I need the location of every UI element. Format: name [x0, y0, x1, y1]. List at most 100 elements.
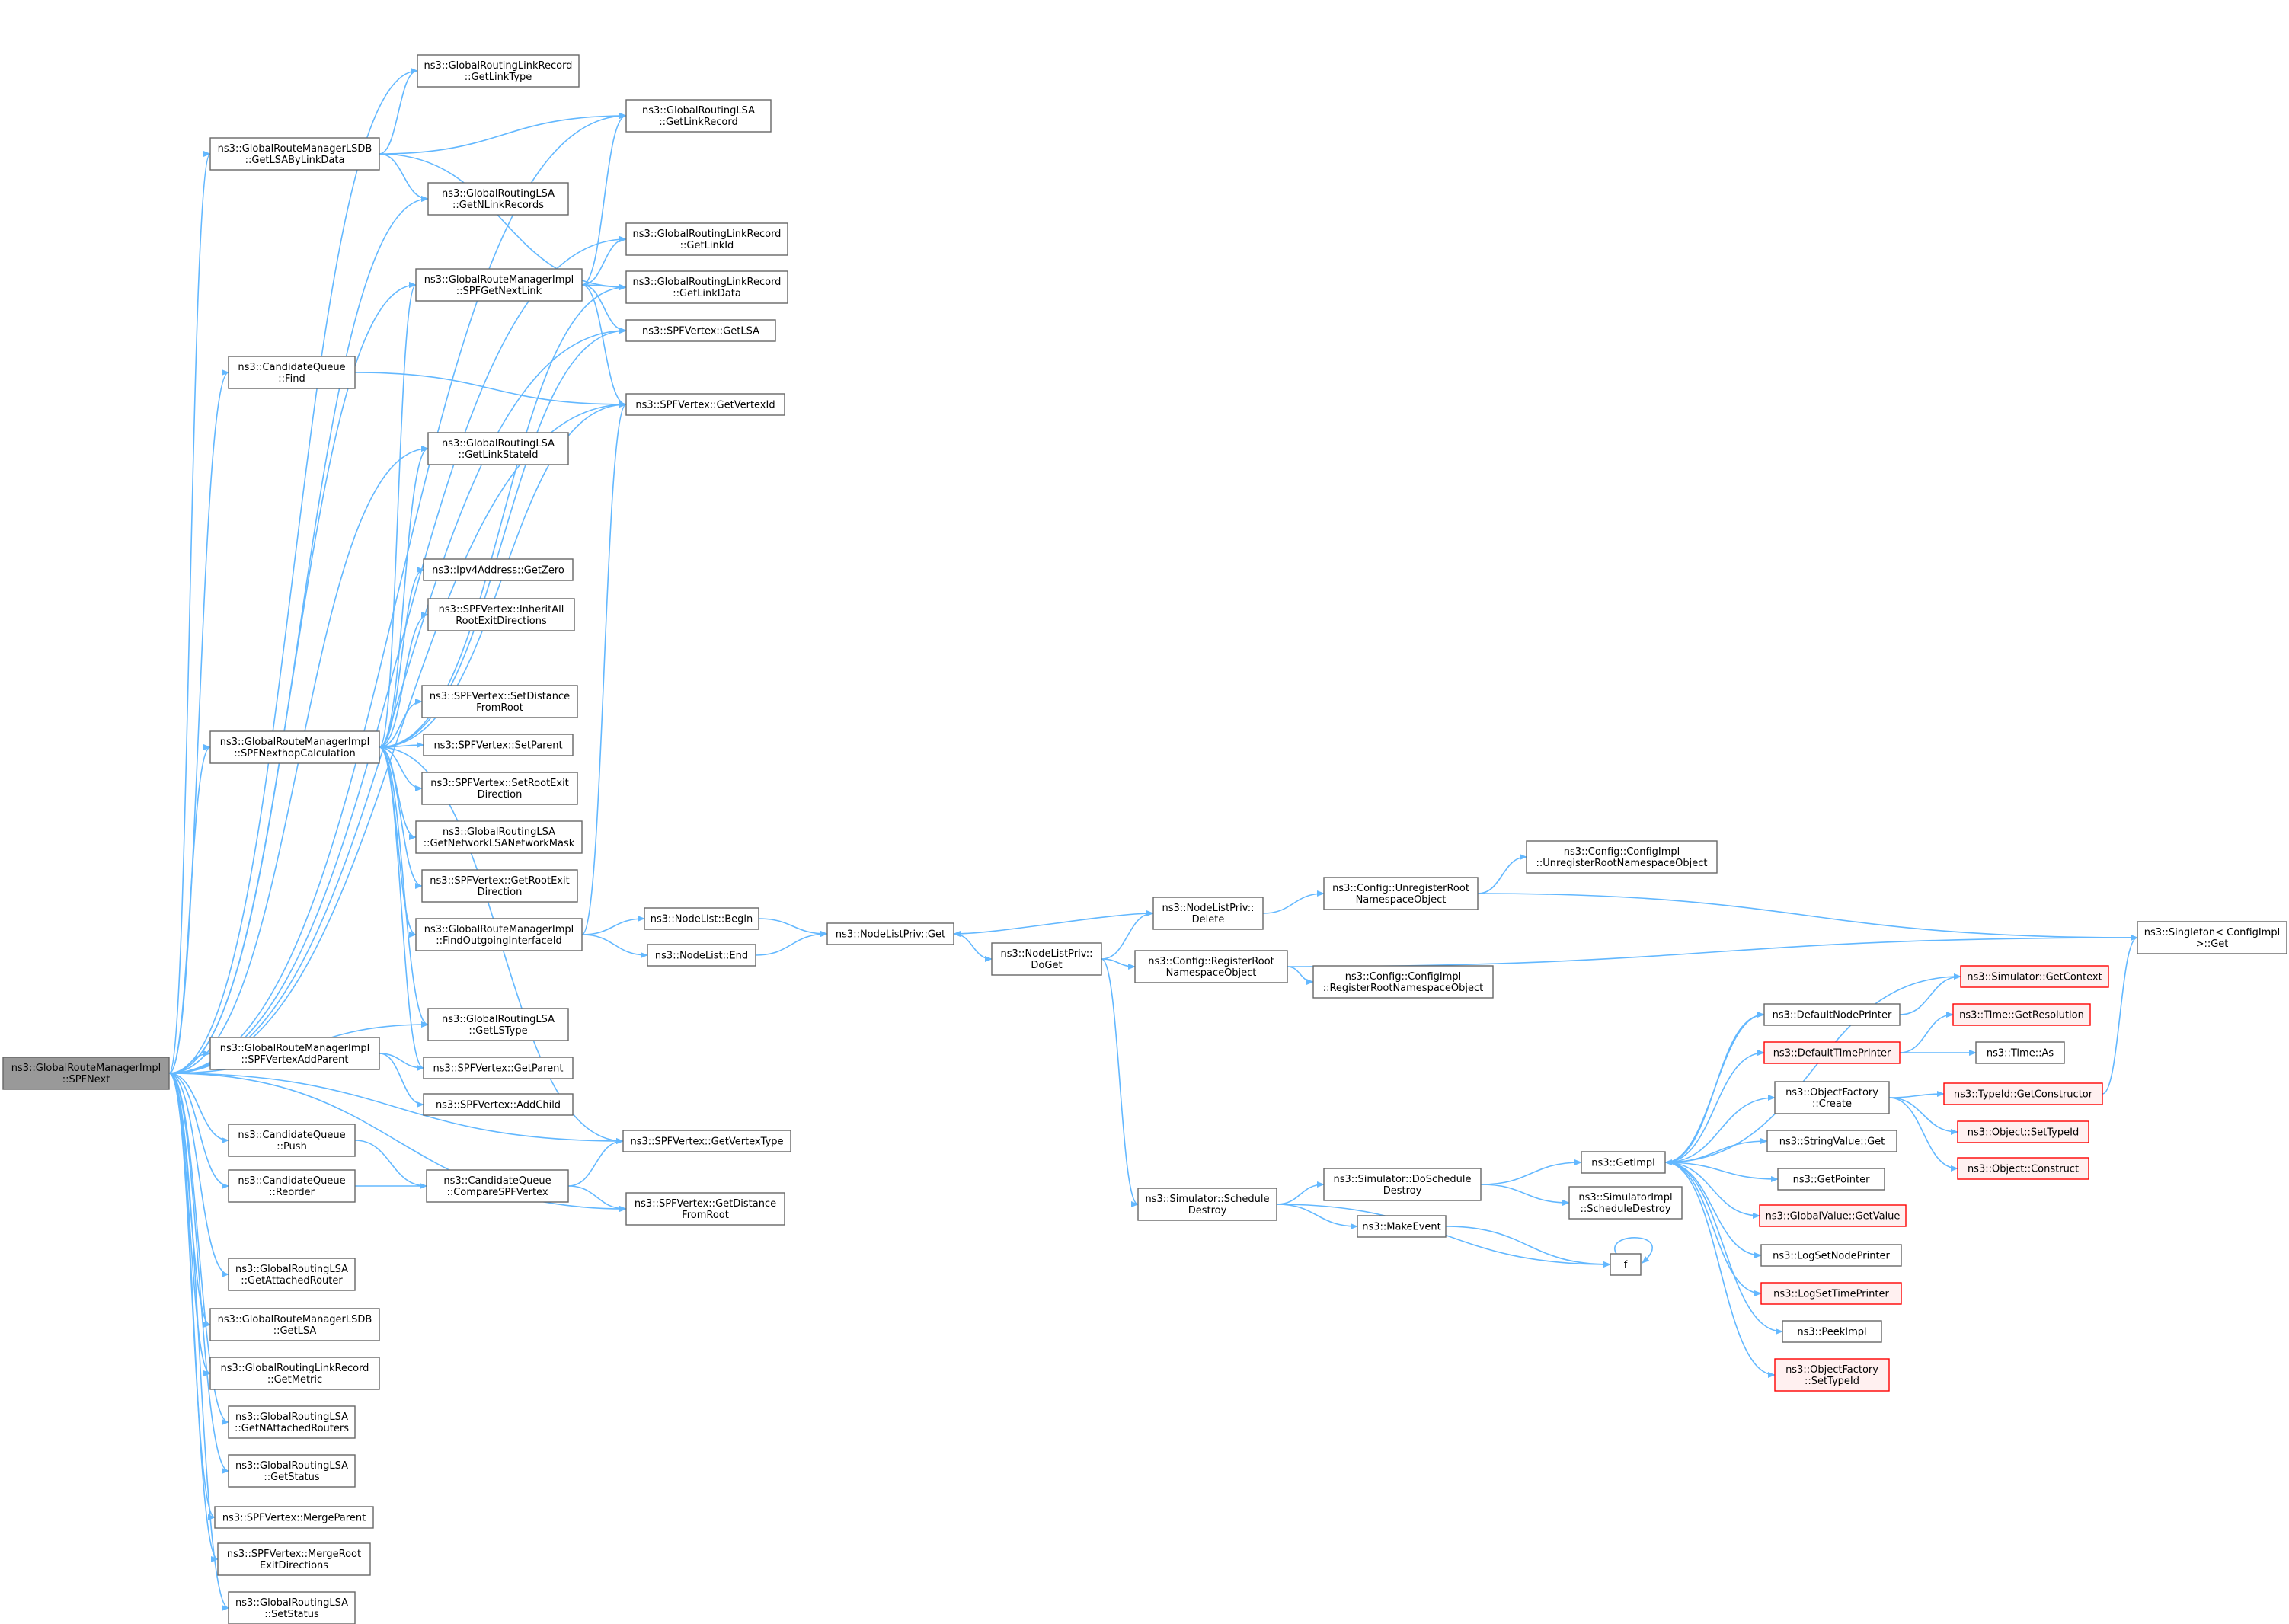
- call-edge-nexthop-to-v_getLSA: [379, 328, 627, 748]
- node-findOutIf[interactable]: ns3::GlobalRouteManagerImpl::FindOutgoin…: [415, 918, 583, 951]
- node-f[interactable]: f: [1610, 1253, 1642, 1276]
- node-simimpl_schedDestroy[interactable]: ns3::SimulatorImpl::ScheduleDestroy: [1568, 1186, 1683, 1220]
- node-addParent[interactable]: ns3::GlobalRouteManagerImpl::SPFVertexAd…: [209, 1037, 380, 1070]
- node-logSetNodePrinter[interactable]: ns3::LogSetNodePrinter: [1760, 1244, 1902, 1267]
- node-v_getLSA[interactable]: ns3::SPFVertex::GetLSA: [625, 319, 776, 342]
- node-label-line: ::ScheduleDestroy: [1580, 1204, 1670, 1215]
- node-box: [826, 922, 954, 945]
- node-root[interactable]: ns3::GlobalRouteManagerImpl::SPFNext: [2, 1057, 170, 1090]
- node-getPointer[interactable]: ns3::GetPointer: [1777, 1168, 1885, 1191]
- node-cq_reorder[interactable]: ns3::CandidateQueue::Reorder: [228, 1169, 356, 1203]
- node-box: [421, 685, 578, 718]
- node-box: [1526, 840, 1718, 874]
- node-obj_setTypeId[interactable]: ns3::Object::SetTypeId: [1957, 1120, 2089, 1143]
- node-v_addChild[interactable]: ns3::SPFVertex::AddChild: [423, 1093, 574, 1116]
- node-nlp_doGet[interactable]: ns3::NodeListPriv::DoGet: [991, 942, 1102, 976]
- node-nexthop[interactable]: ns3::GlobalRouteManagerImpl::SPFNexthopC…: [209, 730, 380, 764]
- node-v_inheritAll[interactable]: ns3::SPFVertex::InheritAllRootExitDirect…: [427, 598, 575, 631]
- node-cfgimpl_reg[interactable]: ns3::Config::ConfigImpl::RegisterRootNam…: [1312, 965, 1494, 999]
- node-label-line: ::GetLinkId: [680, 240, 734, 251]
- node-label-line: ::GetLSType: [468, 1025, 527, 1037]
- node-objFactory_setTypeId[interactable]: ns3::ObjectFactory::SetTypeId: [1774, 1358, 1890, 1392]
- node-lsa_getLinkStateId[interactable]: ns3::GlobalRoutingLSA::GetLinkStateId: [427, 432, 569, 465]
- node-v_setParent[interactable]: ns3::SPFVertex::SetParent: [423, 734, 574, 756]
- node-label-line: ns3::DefaultTimePrinter: [1773, 1048, 1891, 1060]
- node-label-line: ns3::GlobalRouteManagerImpl: [11, 1063, 161, 1074]
- node-box: [1766, 1130, 1897, 1152]
- node-singleton_get[interactable]: ns3::Singleton< ConfigImpl>::Get: [2137, 921, 2287, 954]
- node-lr_getMetric[interactable]: ns3::GlobalRoutingLinkRecord::GetMetric: [209, 1357, 380, 1390]
- node-defTimePrinter[interactable]: ns3::DefaultTimePrinter: [1763, 1041, 1901, 1064]
- node-makeEvent[interactable]: ns3::MakeEvent: [1357, 1215, 1447, 1238]
- node-stringValue_get[interactable]: ns3::StringValue::Get: [1766, 1130, 1897, 1152]
- node-nlp_get[interactable]: ns3::NodeListPriv::Get: [826, 922, 954, 945]
- node-spfGetNextLink[interactable]: ns3::GlobalRouteManagerImpl::SPFGetNextL…: [415, 268, 583, 302]
- node-label-line: ns3::CandidateQueue: [443, 1175, 551, 1187]
- node-obj_construct[interactable]: ns3::Object::Construct: [1957, 1157, 2089, 1180]
- node-lsa_getLSType[interactable]: ns3::GlobalRoutingLSA::GetLSType: [427, 1008, 569, 1041]
- node-label-line: ns3::ObjectFactory: [1785, 1364, 1878, 1376]
- node-ipv4_getZero[interactable]: ns3::Ipv4Address::GetZero: [423, 558, 574, 581]
- node-box: [417, 54, 580, 88]
- node-time_getRes[interactable]: ns3::Time::GetResolution: [1952, 1003, 2091, 1026]
- node-cq_push[interactable]: ns3::CandidateQueue::Push: [228, 1124, 356, 1157]
- node-cfg_reg[interactable]: ns3::Config::RegisterRootNamespaceObject: [1134, 950, 1288, 983]
- node-label-line: ::GetStatus: [264, 1472, 320, 1483]
- node-box: [214, 1506, 374, 1529]
- node-cq_compare[interactable]: ns3::CandidateQueue::CompareSPFVertex: [426, 1169, 569, 1203]
- node-logSetTimePrinter[interactable]: ns3::LogSetTimePrinter: [1760, 1282, 1902, 1305]
- node-cfg_unreg[interactable]: ns3::Config::UnregisterRootNamespaceObje…: [1323, 877, 1479, 910]
- node-v_getVertexId[interactable]: ns3::SPFVertex::GetVertexId: [625, 393, 785, 416]
- node-box: [426, 1169, 569, 1203]
- node-nl_begin[interactable]: ns3::NodeList::Begin: [644, 907, 759, 930]
- node-objFactory_create[interactable]: ns3::ObjectFactory::Create: [1774, 1081, 1890, 1114]
- node-lsa_getNetMask[interactable]: ns3::GlobalRoutingLSA::GetNetworkLSANetw…: [415, 820, 583, 854]
- node-lsa_setStatus[interactable]: ns3::GlobalRoutingLSA::SetStatus: [228, 1591, 356, 1624]
- node-lsa_getAttachedRouter[interactable]: ns3::GlobalRoutingLSA::GetAttachedRouter: [228, 1258, 356, 1291]
- node-time_as[interactable]: ns3::Time::As: [1975, 1041, 2065, 1064]
- node-sim_getContext[interactable]: ns3::Simulator::GetContext: [1960, 965, 2109, 988]
- node-label-line: ::SetTypeId: [1805, 1376, 1859, 1387]
- node-label-line: ns3::GlobalRoutingLSA: [235, 1411, 348, 1423]
- node-globalValue_getValue[interactable]: ns3::GlobalValue::GetValue: [1759, 1204, 1907, 1227]
- node-v_getParent[interactable]: ns3::SPFVertex::GetParent: [423, 1057, 574, 1079]
- node-box: [991, 942, 1102, 976]
- node-sim_schedDestroy[interactable]: ns3::Simulator::ScheduleDestroy: [1137, 1188, 1277, 1221]
- node-lsa_getLinkRecord[interactable]: ns3::GlobalRoutingLSA::GetLinkRecord: [625, 99, 772, 133]
- node-box: [228, 1258, 356, 1291]
- node-cfgimpl_unreg[interactable]: ns3::Config::ConfigImpl::UnregisterRootN…: [1526, 840, 1718, 874]
- call-edge-typeid_getCtor-to-singleton_get: [2102, 935, 2138, 1095]
- node-typeid_getCtor[interactable]: ns3::TypeId::GetConstructor: [1943, 1082, 2103, 1105]
- node-defNodePrinter[interactable]: ns3::DefaultNodePrinter: [1763, 1003, 1901, 1026]
- node-nlp_delete[interactable]: ns3::NodeListPriv::Delete: [1152, 897, 1264, 930]
- node-label-line: ns3::CandidateQueue: [238, 1130, 345, 1141]
- node-v_getVertexType[interactable]: ns3::SPFVertex::GetVertexType: [622, 1130, 791, 1152]
- node-nl_end[interactable]: ns3::NodeList::End: [647, 944, 756, 967]
- node-lr_getLinkType[interactable]: ns3::GlobalRoutingLinkRecord::GetLinkTyp…: [417, 54, 580, 88]
- call-edge-getLSAByLinkData-to-lsa_getNLinkRecords: [379, 153, 429, 202]
- node-lsdb_getLSA[interactable]: ns3::GlobalRouteManagerLSDB::GetLSA: [209, 1308, 380, 1341]
- call-edge-findOutIf-to-nl_end: [581, 934, 648, 958]
- node-cq_find[interactable]: ns3::CandidateQueue::Find: [228, 356, 356, 389]
- node-box: [625, 393, 785, 416]
- node-peekImpl[interactable]: ns3::PeekImpl: [1782, 1320, 1882, 1343]
- node-lsa_getStatus[interactable]: ns3::GlobalRoutingLSA::GetStatus: [228, 1454, 356, 1488]
- node-box: [1357, 1215, 1447, 1238]
- node-lsa_getNLinkRecords[interactable]: ns3::GlobalRoutingLSA::GetNLinkRecords: [427, 182, 569, 216]
- node-label-line: FromRoot: [476, 702, 523, 714]
- node-lr_getLinkId[interactable]: ns3::GlobalRoutingLinkRecord::GetLinkId: [625, 222, 788, 256]
- node-label-line: ns3::SPFVertex::SetParent: [433, 740, 562, 752]
- node-label-line: ns3::SPFVertex::SetRootExit: [430, 778, 569, 789]
- node-lsa_getNAttached[interactable]: ns3::GlobalRoutingLSA::GetNAttachedRoute…: [228, 1405, 356, 1439]
- node-box: [228, 356, 356, 389]
- node-getImpl[interactable]: ns3::GetImpl: [1581, 1151, 1666, 1174]
- node-getLSAByLinkData[interactable]: ns3::GlobalRouteManagerLSDB::GetLSAByLin…: [209, 137, 380, 171]
- node-v_mergeParent[interactable]: ns3::SPFVertex::MergeParent: [214, 1506, 374, 1529]
- node-lr_getLinkData[interactable]: ns3::GlobalRoutingLinkRecord::GetLinkDat…: [625, 270, 788, 304]
